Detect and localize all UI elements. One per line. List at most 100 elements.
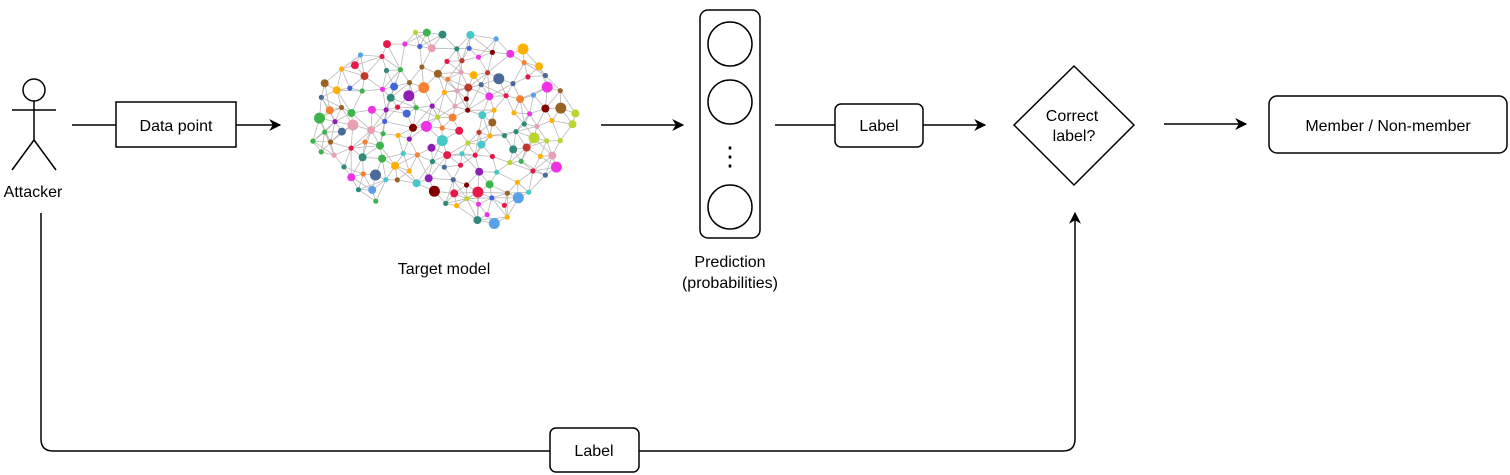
brain-node [427, 44, 436, 53]
brain-node [386, 93, 395, 102]
brain-node [509, 145, 518, 154]
brain-node [475, 201, 482, 207]
brain-node [511, 110, 517, 116]
brain-node [339, 66, 345, 72]
brain-node [400, 150, 406, 157]
brain-edge [419, 34, 443, 47]
arrow-true-label-to-decision [639, 211, 1081, 452]
brain-node [450, 177, 456, 183]
brain-edge [343, 147, 352, 168]
brain-edge [358, 179, 387, 191]
brain-node [455, 126, 464, 135]
brain-node [469, 71, 478, 80]
brain-node [412, 179, 421, 188]
brain-node [427, 143, 436, 152]
brain-node [489, 195, 495, 201]
brain-node [510, 81, 516, 87]
brain-node [360, 72, 369, 81]
brain-node [454, 46, 460, 52]
brain-edge [428, 154, 448, 179]
brain-node [347, 109, 356, 117]
brain-node [501, 202, 507, 208]
brain-node [503, 93, 509, 99]
brain-node [402, 109, 411, 118]
brain-node [526, 189, 532, 195]
brain-node [476, 129, 482, 135]
brain-edge [343, 166, 364, 175]
brain-edge [400, 69, 410, 83]
brain-node [325, 106, 334, 115]
brain-edge [467, 96, 490, 111]
brain-edge [513, 112, 530, 115]
brain-node [403, 90, 415, 102]
brain-edge [428, 177, 454, 181]
brain-node [491, 107, 497, 113]
brain-node [466, 45, 472, 51]
brain-node [331, 152, 337, 158]
brain-node [485, 180, 494, 189]
brain-edge [478, 56, 488, 73]
brain-edge [384, 121, 414, 129]
brain-edge [351, 112, 372, 131]
brain-edge [493, 95, 507, 111]
brain-edge [496, 162, 511, 173]
brain-node [525, 74, 531, 80]
brain-edge [416, 107, 439, 118]
brain-node [484, 212, 490, 218]
brain-edge [408, 138, 418, 156]
brain-edge [468, 72, 488, 88]
brain-edge [404, 32, 427, 45]
brain-edge [351, 145, 381, 149]
brain-node [328, 139, 334, 145]
brain-node [550, 161, 562, 173]
brain-edge [486, 197, 493, 215]
brain-node [383, 177, 389, 183]
brain-node [548, 151, 557, 160]
target-model-label: Target model [398, 261, 491, 278]
prediction-node-n [707, 184, 753, 230]
brain-node [355, 187, 362, 193]
brain-node [418, 82, 430, 94]
brain-node [450, 189, 459, 198]
brain-edge [437, 105, 456, 118]
brain-node [485, 92, 494, 101]
brain-node [419, 64, 425, 70]
brain-edge [446, 142, 469, 156]
brain-node [322, 129, 328, 135]
brain-node [487, 133, 493, 139]
brain-edge [384, 106, 398, 122]
brain-node [521, 121, 527, 127]
brain-edge [333, 147, 352, 156]
brain-node [347, 119, 359, 131]
brain-edge [492, 156, 510, 163]
brain-node [422, 28, 431, 37]
brain-node [332, 86, 341, 95]
brain-node [530, 168, 536, 174]
brain-node [454, 88, 460, 94]
brain-node [485, 70, 491, 76]
brain-node [406, 168, 412, 174]
brain-edge [320, 132, 326, 152]
brain-node [472, 152, 478, 158]
brain-edge [330, 121, 336, 143]
brain-node [493, 73, 505, 85]
brain-node [441, 164, 447, 170]
brain-edge [386, 43, 401, 70]
brain-node [488, 218, 500, 229]
brain-node [528, 132, 540, 144]
brain-edge [489, 83, 514, 97]
brain-node [557, 88, 563, 94]
brain-node [466, 30, 475, 39]
brain-edge [515, 125, 537, 132]
brain-node [350, 61, 359, 70]
brain-node [360, 171, 366, 177]
brain-node [359, 88, 365, 94]
prediction-node-1 [707, 21, 753, 67]
brain-edge [456, 205, 478, 221]
brain-node [542, 172, 549, 178]
brain-edge [461, 56, 479, 61]
brain-edge [539, 140, 548, 157]
brain-node [541, 104, 550, 113]
prediction-title: Prediction [694, 254, 765, 271]
brain-edge [437, 92, 445, 118]
